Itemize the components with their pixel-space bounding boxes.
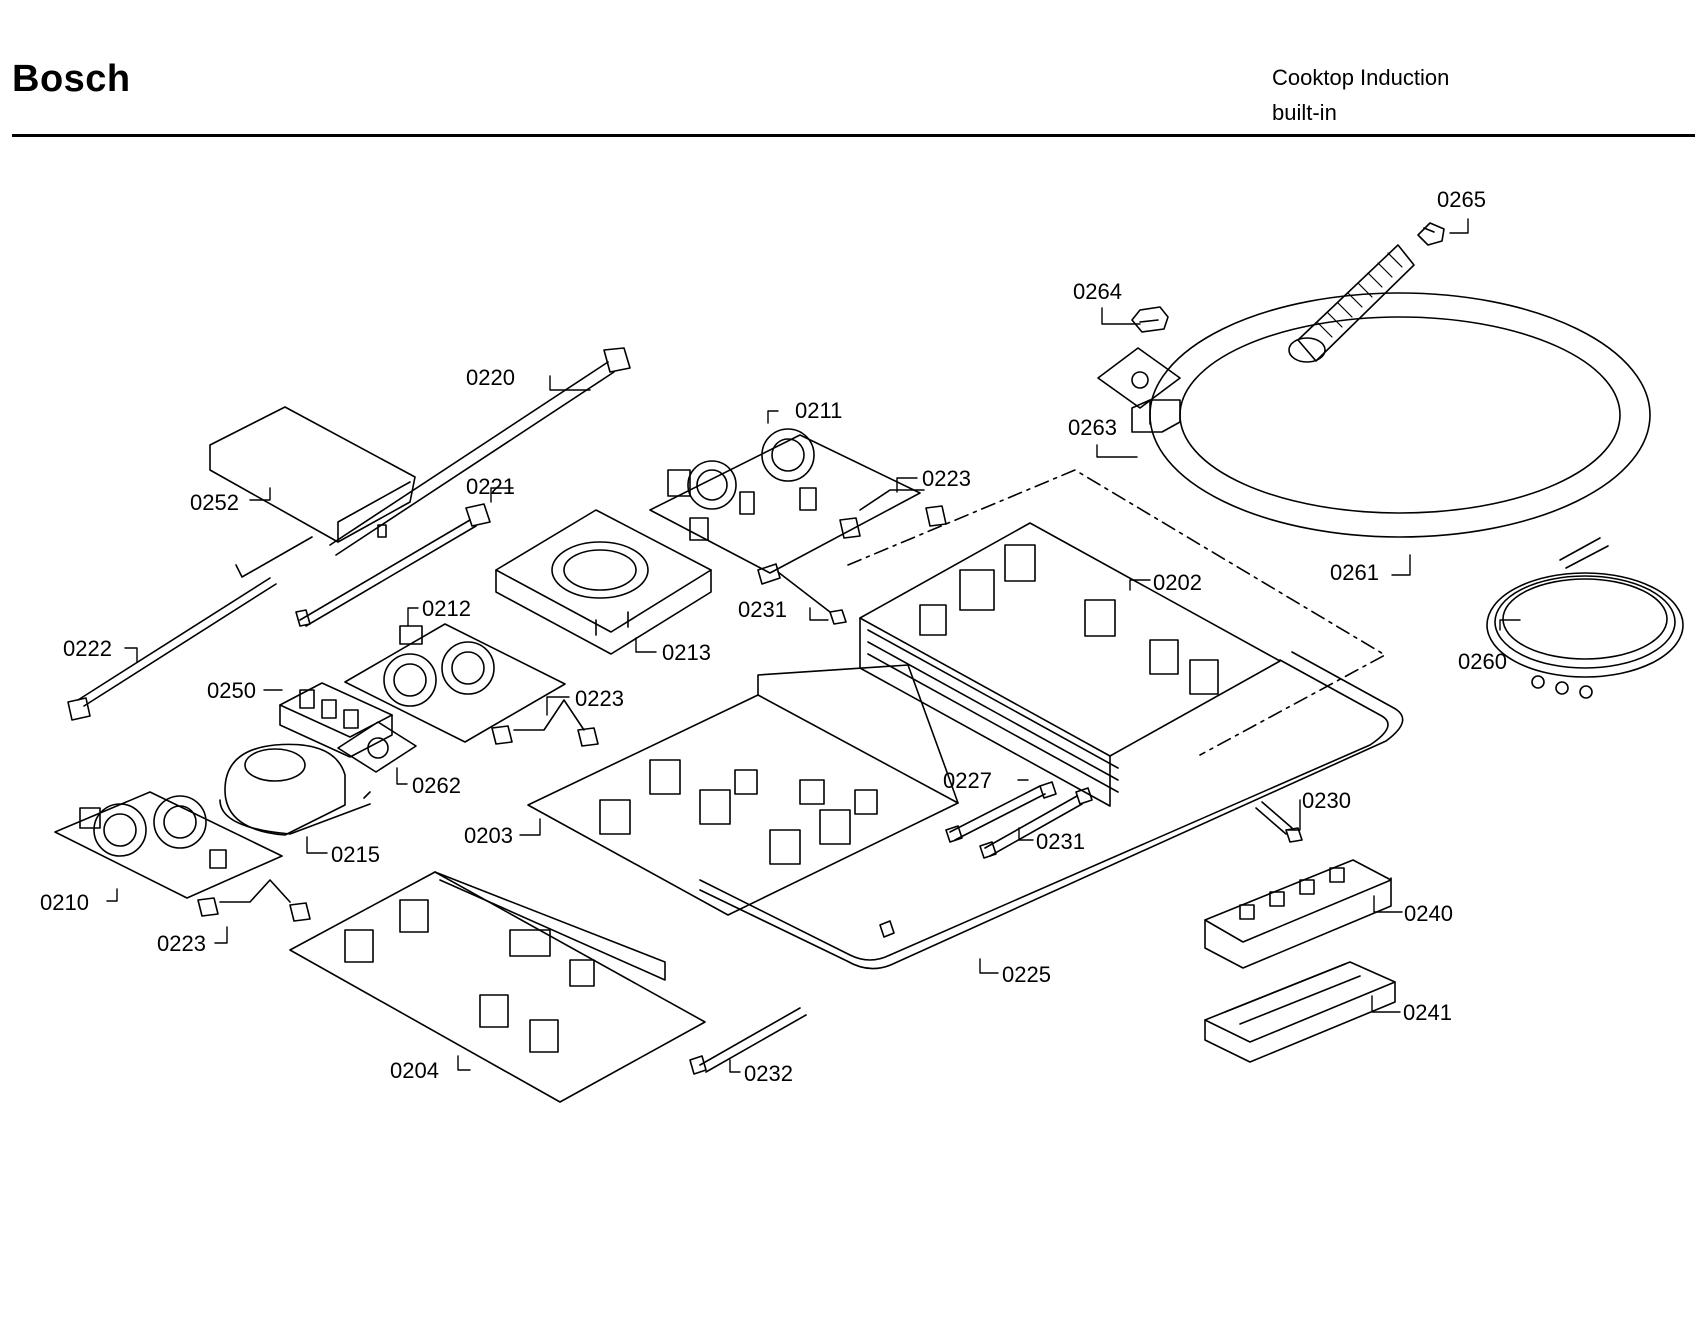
- part-0240-switch-board[interactable]: [1204, 859, 1392, 969]
- part-0230-connector[interactable]: [1255, 801, 1303, 843]
- callout-0252: 0252: [190, 490, 239, 515]
- part-0232-harness[interactable]: [689, 1007, 807, 1075]
- part-0210-board[interactable]: [54, 791, 283, 899]
- callout-0231-lower: 0231: [1036, 829, 1085, 854]
- callout-0202: 0202: [1153, 570, 1202, 595]
- model-line-2: built-in: [1272, 100, 1337, 125]
- model-description: Cooktop Induction built-in: [1272, 60, 1449, 130]
- part-0223-connector-lower[interactable]: [197, 879, 311, 922]
- model-line-1: Cooktop Induction: [1272, 65, 1450, 90]
- callout-0204: 0204: [390, 1058, 439, 1083]
- page-header: Bosch Cooktop Induction built-in: [0, 0, 1695, 140]
- callout-0212: 0212: [422, 596, 471, 621]
- callout-0265: 0265: [1437, 187, 1486, 212]
- callout-0231-upper: 0231: [738, 597, 787, 622]
- callout-0203: 0203: [464, 823, 513, 848]
- part-0211-power-board[interactable]: [649, 428, 921, 574]
- callout-0232: 0232: [744, 1061, 793, 1086]
- part-0250-relay-block[interactable]: [279, 682, 393, 758]
- part-0212-board[interactable]: [344, 623, 566, 743]
- part-0213-fan-housing[interactable]: [495, 509, 712, 655]
- part-0261-cable-loop[interactable]: [1149, 244, 1651, 538]
- callout-0264: 0264: [1073, 279, 1122, 304]
- part-0264-clip[interactable]: [1131, 306, 1169, 333]
- callout-0215: 0215: [331, 842, 380, 867]
- callout-0223-upper: 0223: [922, 466, 971, 491]
- callout-0261: 0261: [1330, 560, 1379, 585]
- callout-0223-middle: 0223: [575, 686, 624, 711]
- header-rule: [12, 134, 1695, 137]
- part-0231-connector-upper[interactable]: [757, 563, 847, 625]
- callout-0263: 0263: [1068, 415, 1117, 440]
- callout-0260: 0260: [1458, 649, 1507, 674]
- callout-0211: 0211: [795, 398, 842, 423]
- callout-leader-lines: [106, 218, 1521, 1073]
- callout-0225: 0225: [1002, 962, 1051, 987]
- brand-title: Bosch: [12, 58, 131, 100]
- part-0215-fan-blower[interactable]: [219, 743, 371, 836]
- part-0252-cover[interactable]: [209, 406, 416, 578]
- part-0241-frame[interactable]: [1204, 961, 1396, 1063]
- part-0225-cable[interactable]: [699, 651, 1404, 970]
- part-0202-main-board[interactable]: [859, 522, 1281, 807]
- part-0203-board[interactable]: [527, 664, 959, 916]
- callout-0240: 0240: [1404, 901, 1453, 926]
- part-0227-connector[interactable]: [945, 781, 1057, 843]
- callout-0213: 0213: [662, 640, 711, 665]
- callout-labels: 0265 0264 0263 0261 0260 0220 0211 0223 …: [40, 187, 1507, 1086]
- dashed-assembly-outline: [847, 469, 1386, 756]
- part-0204-board[interactable]: [289, 871, 706, 1103]
- callout-0241: 0241: [1403, 1000, 1452, 1025]
- callout-0227: 0227: [943, 768, 992, 793]
- part-0260-wire-bundle[interactable]: [1486, 537, 1684, 699]
- part-0222-harness[interactable]: [67, 577, 277, 721]
- callout-0210: 0210: [40, 890, 89, 915]
- part-0265-connector[interactable]: [1417, 222, 1445, 246]
- part-0231-connector-lower[interactable]: [979, 787, 1093, 859]
- part-0221-harness[interactable]: [295, 503, 491, 627]
- part-0262-bracket[interactable]: [337, 721, 417, 773]
- callout-0230: 0230: [1302, 788, 1351, 813]
- part-bracket-plate: [1097, 347, 1181, 409]
- part-0263-clamp[interactable]: [1131, 399, 1181, 433]
- callout-0221: 0221: [466, 474, 515, 499]
- part-0223-connector-middle[interactable]: [491, 699, 599, 747]
- callout-0223-lower: 0223: [157, 931, 206, 956]
- callout-0262: 0262: [412, 773, 461, 798]
- callout-0220: 0220: [466, 365, 515, 390]
- callout-0250: 0250: [207, 678, 256, 703]
- callout-0222: 0222: [63, 636, 112, 661]
